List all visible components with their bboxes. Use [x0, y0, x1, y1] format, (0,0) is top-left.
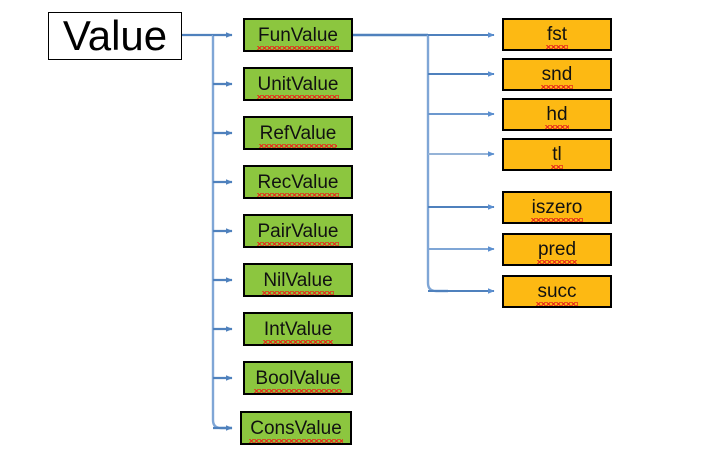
node-iszero[interactable]: iszero [502, 191, 612, 224]
node-succ[interactable]: succ [502, 275, 612, 308]
node-recvalue[interactable]: RecValue [243, 165, 353, 199]
node-tl-label: tl [551, 144, 563, 169]
node-boolvalue[interactable]: BoolValue [243, 361, 353, 395]
node-pred-label: pred [536, 239, 578, 264]
node-nilvalue-label: NilValue [262, 269, 335, 295]
node-intvalue-label: IntValue [262, 318, 334, 344]
node-funvalue-label: FunValue [257, 24, 339, 50]
node-consvalue-label: ConsValue [249, 417, 343, 443]
node-refvalue[interactable]: RefValue [243, 116, 353, 150]
node-nilvalue[interactable]: NilValue [243, 263, 353, 297]
node-hd[interactable]: hd [502, 98, 612, 131]
node-iszero-label: iszero [530, 197, 584, 222]
node-unitvalue-label: UnitValue [256, 73, 340, 99]
node-boolvalue-label: BoolValue [254, 367, 342, 393]
node-consvalue[interactable]: ConsValue [240, 411, 352, 445]
root-node-value[interactable]: Value [48, 12, 182, 60]
node-funvalue[interactable]: FunValue [243, 18, 353, 52]
node-intvalue[interactable]: IntValue [243, 312, 353, 346]
node-recvalue-label: RecValue [256, 171, 340, 197]
node-snd[interactable]: snd [502, 58, 612, 91]
node-hd-label: hd [545, 104, 569, 129]
node-succ-label: succ [536, 281, 578, 306]
node-tl[interactable]: tl [502, 138, 612, 171]
node-fst[interactable]: fst [502, 18, 612, 51]
node-refvalue-label: RefValue [258, 122, 338, 148]
node-unitvalue[interactable]: UnitValue [243, 67, 353, 101]
node-snd-label: snd [540, 64, 573, 89]
connector-value-to-subclasses [182, 32, 233, 431]
root-node-label: Value [62, 12, 168, 59]
connector-funvalue-to-ops [353, 32, 495, 294]
node-fst-label: fst [545, 24, 569, 49]
node-pairvalue-label: PairValue [256, 220, 340, 246]
node-pairvalue[interactable]: PairValue [243, 214, 353, 248]
node-pred[interactable]: pred [502, 233, 612, 266]
